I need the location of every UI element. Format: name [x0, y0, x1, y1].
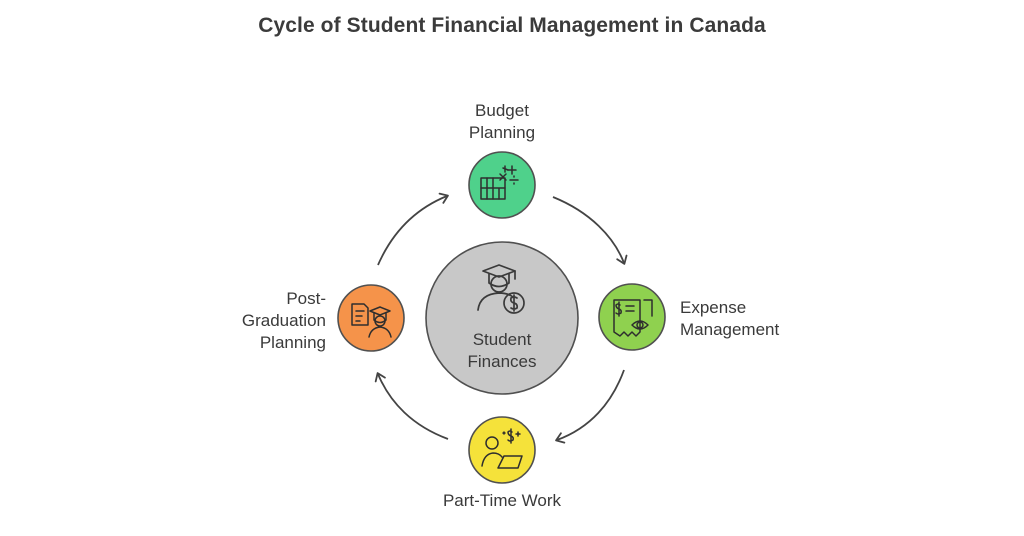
node-expense-label-line-2: Management [680, 320, 780, 339]
receipt-eye-icon [613, 299, 653, 337]
node-expense-label-line-1: Expense [680, 298, 747, 317]
diagram-title: Cycle of Student Financial Management in… [258, 14, 766, 37]
center-label: Student Finances [424, 329, 580, 373]
node-postgrad-label-line-2: Graduation [241, 311, 326, 330]
node-postgrad [337, 284, 405, 352]
center-hub-circle [425, 241, 579, 395]
node-budget [468, 151, 536, 219]
calculator-books-icon [480, 165, 519, 200]
node-budget-label: Budget Planning [432, 100, 572, 144]
node-expense-circle [598, 283, 666, 351]
arrow-expense-to-parttime [555, 369, 625, 444]
center-label-line-2: Finances [467, 352, 537, 371]
node-expense [598, 283, 666, 351]
node-postgrad-circle [337, 284, 405, 352]
center-hub [425, 241, 579, 395]
diploma-graduate-icon [351, 303, 392, 338]
graduate-coin-icon [477, 264, 525, 314]
arrow-budget-to-expense [552, 196, 628, 265]
arrow-parttime-to-postgrad [374, 372, 449, 440]
node-budget-label-line-2: Planning [468, 123, 536, 142]
node-parttime-label-line-1: Part-Time Work [442, 491, 562, 510]
node-budget-label-line-1: Budget [475, 101, 529, 120]
node-expense-label: Expense Management [680, 297, 820, 341]
arrow-postgrad-to-budget [377, 192, 449, 266]
node-parttime-circle [468, 416, 536, 484]
node-parttime-label: Part-Time Work [412, 490, 592, 512]
laptop-worker-icon [481, 428, 523, 469]
node-postgrad-label-line-1: Post- [286, 289, 326, 308]
node-postgrad-label: Post- Graduation Planning [196, 288, 326, 354]
node-budget-circle [468, 151, 536, 219]
node-parttime [468, 416, 536, 484]
center-label-line-1: Student [472, 330, 532, 349]
node-postgrad-label-line-3: Planning [259, 333, 326, 352]
